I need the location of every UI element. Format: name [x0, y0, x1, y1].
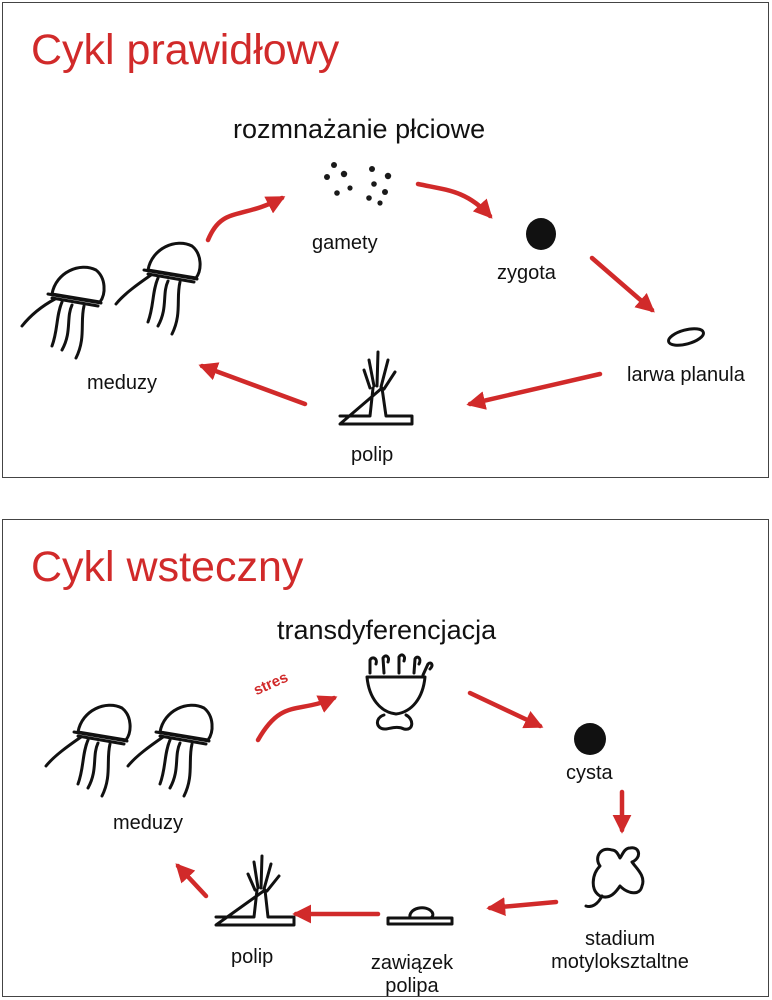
- polyp-icon: [338, 350, 414, 426]
- stolon-stage-label-line1: stadium: [584, 928, 656, 950]
- cyst-icon: [574, 723, 606, 755]
- medusae-label-1: meduzy: [87, 372, 158, 394]
- sexual-reproduction-heading: rozmnażanie płciowe: [233, 114, 486, 144]
- normal-cycle-title: Cykl prawidłowy: [31, 26, 340, 74]
- cycle-arrows-normal: [198, 181, 655, 410]
- stolon-stage-label: stadium motyloksztaltne: [540, 928, 700, 974]
- medusa-icon: [114, 241, 202, 336]
- larva-label: larwa planula: [627, 364, 745, 386]
- polyp-icon: [214, 854, 296, 927]
- stolon-stage-icon: [584, 846, 645, 908]
- zygote-label: zygota: [497, 262, 556, 284]
- polyp-label-1: polip: [351, 444, 394, 466]
- stolon-stage-label-line2: motyloksztaltne: [551, 951, 689, 973]
- polyp-bud-label-line1: zawiązek: [370, 952, 454, 974]
- polyp-label-2: polip: [231, 946, 274, 968]
- polyp-bud-label: zawiązek polipa: [350, 952, 474, 998]
- reverse-cycle-panel: Cykl wsteczny: [2, 519, 769, 997]
- zygote-icon: [526, 218, 556, 250]
- planula-larva-icon: [667, 327, 705, 347]
- polyp-bud-label-line2: polipa: [385, 975, 439, 997]
- medusae-label-2: meduzy: [113, 812, 184, 834]
- transdifferentiating-medusa-icon: [365, 653, 434, 731]
- gametes-label: gamety: [312, 232, 378, 254]
- medusa-icon: [20, 265, 106, 360]
- gametes-icon: [324, 162, 392, 206]
- normal-cycle-panel: Cykl prawidłowy: [2, 2, 769, 478]
- cyst-label: cysta: [566, 762, 613, 784]
- reverse-cycle-title: Cykl wsteczny: [31, 543, 304, 591]
- cycle-arrows-reverse: [175, 690, 632, 924]
- transdifferentiation-heading: transdyferencjacja: [277, 615, 497, 645]
- medusa-icon: [126, 703, 214, 798]
- medusa-icon: [44, 703, 132, 798]
- polyp-bud-icon: [386, 906, 454, 926]
